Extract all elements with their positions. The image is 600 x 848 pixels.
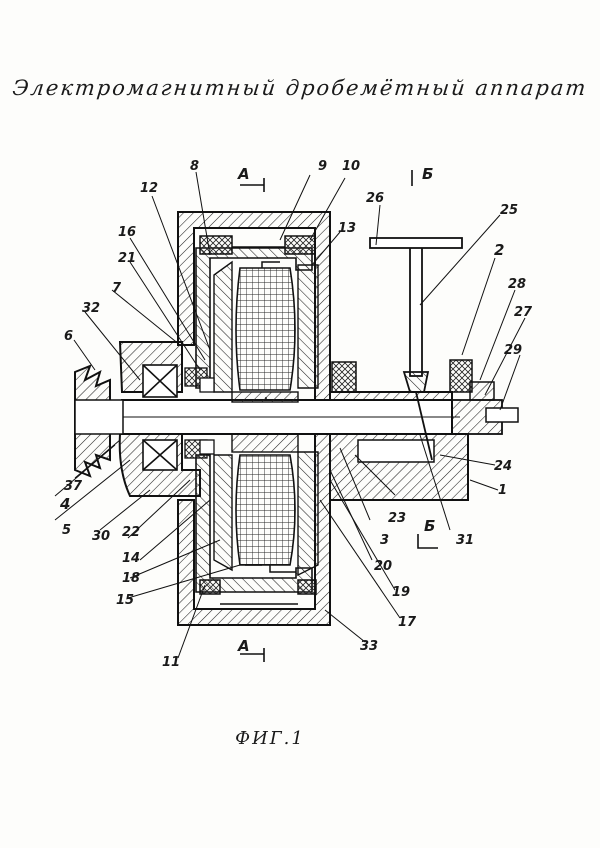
feed-pipe [369,237,463,461]
callout-16: 16 [118,225,137,240]
callout-31: 31 [456,533,475,548]
callout-29: 29 [504,343,523,358]
left-bearings [142,364,178,471]
label-section-b-mid: Б [424,517,436,535]
callout-18: 18 [122,571,141,586]
callout-20: 20 [374,559,393,574]
callout-26: 26 [366,191,385,206]
section-markers [240,170,438,662]
callout-33: 33 [360,639,379,654]
main-shaft [121,399,460,435]
callout-12: 12 [140,181,159,196]
figure-caption: ФИГ.1 [235,728,305,749]
nozzle-channel [357,439,435,463]
callout-28: 28 [508,277,527,292]
callout-3: 3 [380,533,390,548]
callout-21: 21 [118,251,137,266]
callout-10: 10 [342,159,361,174]
callout-14: 14 [122,551,141,566]
callout-8: 8 [190,159,200,174]
label-section-a-top: А [238,165,250,183]
outer-housing [177,211,331,626]
callout-13: 13 [338,221,357,236]
top-blocks [331,359,473,393]
coil-windings [235,267,296,566]
callout-22: 22 [122,525,141,540]
callout-6: 6 [64,329,74,344]
label-section-a-bottom: А [238,637,250,655]
callout-24: 24 [494,459,513,474]
callout-19: 19 [392,585,411,600]
callout-4: 4 [60,495,71,513]
callout-15: 15 [116,593,135,608]
callout-5: 5 [62,523,72,538]
callout-17: 17 [398,615,417,630]
callout-11: 11 [162,655,181,670]
callout-32: 32 [82,301,101,316]
callout-2: 2 [494,241,505,259]
label-section-b-top: Б [422,165,434,183]
callout-30: 30 [92,529,111,544]
callout-7: 7 [112,281,122,296]
callout-9: 9 [318,159,328,174]
callout-25: 25 [500,203,519,218]
callout-23: 23 [388,511,407,526]
callout-1: 1 [498,483,508,498]
leader-lines [54,171,526,659]
callout-37: 37 [64,479,83,494]
callout-27: 27 [514,305,533,320]
